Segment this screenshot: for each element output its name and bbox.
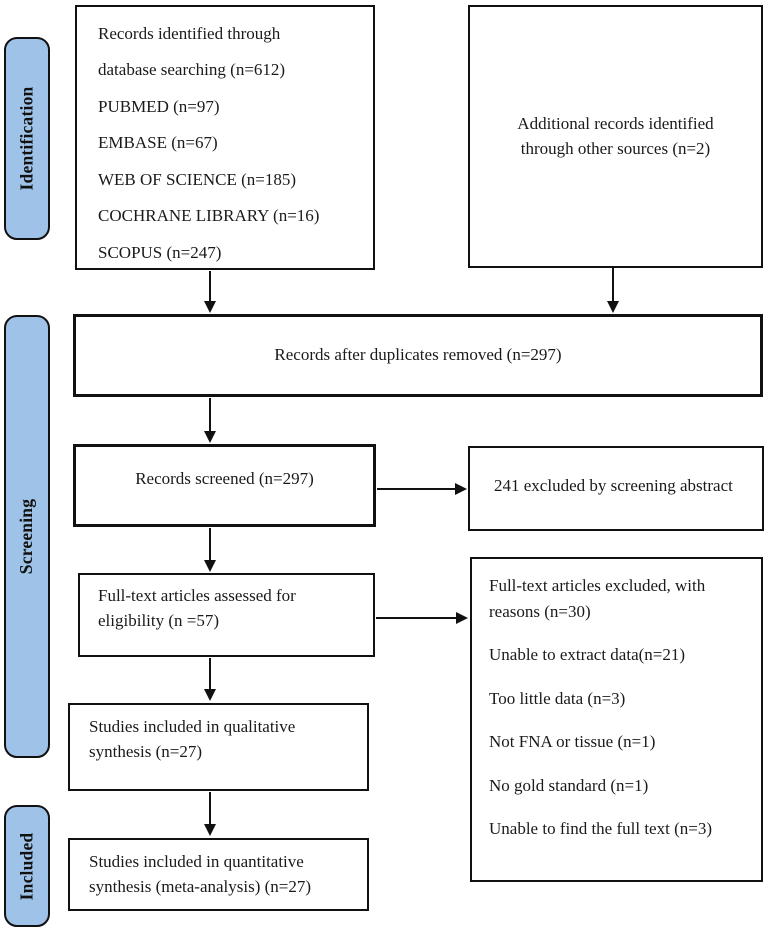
stage-tab-screening: Screening: [4, 315, 50, 758]
stage-label-screening: Screening: [16, 498, 37, 575]
stage-label-included: Included: [16, 832, 37, 900]
box-text-line: Studies included in qualitative: [89, 717, 296, 736]
box-text-line: Records identified through: [98, 23, 281, 43]
box-text-line: eligibility (n =57): [98, 610, 220, 630]
stage-tab-identification: Identification: [4, 37, 50, 240]
exclusion-reason: Unable to find the full text (n=3): [489, 819, 712, 838]
box-excluded-by-abstract: 241 excluded by screening abstract: [468, 446, 764, 531]
box-text-line: synthesis (meta-analysis) (n=27): [89, 876, 312, 896]
arrow-fulltext-to-excluded: [376, 612, 468, 624]
box-quantitative-synthesis: Studies included in quantitative synthes…: [68, 838, 369, 911]
box-text-line: Studies included in quantitative: [89, 852, 304, 871]
box-text-line: PUBMED (n=97): [98, 96, 220, 116]
arrow-screened-to-excluded: [377, 483, 467, 495]
exclusion-reason: Too little data (n=3): [489, 688, 626, 708]
exclusion-reason: Not FNA or tissue (n=1): [489, 732, 656, 751]
box-text-line: COCHRANE LIBRARY (n=16): [98, 206, 320, 226]
box-text-line: synthesis (n=27): [89, 741, 202, 761]
stage-tab-included: Included: [4, 805, 50, 927]
exclusion-reason: Full-text articles excluded, with reason…: [489, 576, 706, 621]
box-text-line: SCOPUS (n=247): [98, 242, 222, 262]
arrow-duplicates-to-screened: [204, 398, 216, 443]
box-additional-records: Additional records identified through ot…: [468, 5, 763, 268]
box-qualitative-synthesis: Studies included in qualitative synthesi…: [68, 703, 369, 791]
arrow-qualitative-to-quantitative: [204, 792, 216, 836]
exclusion-reason: Unable to extract data(n=21): [489, 645, 686, 664]
box-text-line: Additional records identified: [517, 113, 714, 133]
box-text-line: EMBASE (n=67): [98, 133, 218, 153]
arrow-screened-to-fulltext: [204, 528, 216, 572]
box-text: 241 excluded by screening abstract: [494, 476, 733, 496]
arrow-identified-to-duplicates: [204, 271, 216, 313]
exclusion-reason: No gold standard (n=1): [489, 775, 649, 795]
box-text: Records after duplicates removed (n=297): [274, 345, 562, 365]
box-text: Records screened (n=297): [135, 469, 314, 489]
box-text-line: through other sources (n=2): [520, 138, 711, 158]
box-duplicates-removed: Records after duplicates removed (n=297): [73, 314, 763, 397]
box-records-identified: Records identified through database sear…: [75, 5, 375, 270]
box-fulltext-assessed: Full-text articles assessed for eligibil…: [78, 573, 375, 657]
arrow-additional-to-duplicates: [607, 268, 619, 313]
box-text-line: Full-text articles assessed for: [98, 586, 296, 605]
box-text-line: WEB OF SCIENCE (n=185): [98, 169, 296, 189]
stage-label-identification: Identification: [16, 86, 37, 191]
arrow-fulltext-to-qualitative: [204, 658, 216, 701]
box-text-line: database searching (n=612): [98, 60, 286, 80]
box-fulltext-excluded-reasons: Full-text articles excluded, with reason…: [470, 557, 763, 882]
box-records-screened: Records screened (n=297): [73, 444, 376, 527]
